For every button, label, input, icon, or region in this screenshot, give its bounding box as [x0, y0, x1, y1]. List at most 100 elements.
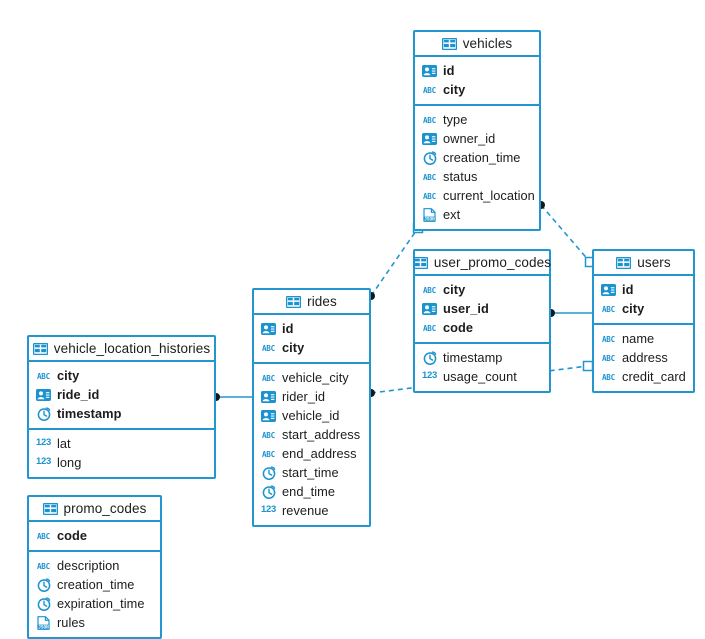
field-row[interactable]: timestamp — [29, 404, 214, 423]
table-icon — [32, 341, 48, 356]
field-row[interactable]: ABC credit_card — [594, 367, 693, 386]
field-row[interactable]: id — [594, 280, 693, 299]
field-row[interactable]: owner_id — [415, 129, 539, 148]
field-row[interactable]: start_time — [254, 463, 369, 482]
field-row[interactable]: end_time — [254, 482, 369, 501]
clock-icon — [36, 596, 51, 611]
field-label: id — [443, 63, 455, 78]
abc-text-icon: ABC — [422, 85, 437, 95]
field-row[interactable]: 123 usage_count — [415, 367, 549, 386]
table-header-promo_codes[interactable]: promo_codes — [29, 497, 160, 522]
field-label: code — [57, 528, 88, 543]
json-document-icon: JSON — [422, 207, 437, 222]
clock-icon — [36, 577, 51, 592]
123-number-icon: 123 — [36, 455, 51, 467]
field-row[interactable]: user_id — [415, 299, 549, 318]
abc-text-icon: ABC — [36, 531, 51, 541]
table-icon — [441, 36, 457, 51]
field-row[interactable]: id — [415, 61, 539, 80]
svg-text:JSON: JSON — [38, 624, 49, 630]
key-field-icon — [261, 389, 276, 404]
field-row[interactable]: JSON rules — [29, 613, 160, 632]
clock-icon — [261, 465, 276, 480]
table-header-users[interactable]: users — [594, 251, 693, 276]
table-header-user_promo_codes[interactable]: user_promo_codes — [412, 251, 551, 276]
relationship-upc-to-users[interactable] — [547, 309, 592, 317]
field-row[interactable]: vehicle_id — [254, 406, 369, 425]
field-label: revenue — [282, 503, 329, 518]
field-label: id — [622, 282, 634, 297]
key-field-icon — [261, 321, 276, 336]
123-number-icon: 123 — [422, 369, 437, 381]
field-label: rules — [57, 615, 85, 630]
field-row[interactable]: timestamp — [415, 348, 549, 367]
table-header-rides[interactable]: rides — [254, 290, 369, 315]
field-row[interactable]: expiration_time — [29, 594, 160, 613]
table-title: promo_codes — [63, 501, 147, 516]
field-label: usage_count — [443, 369, 517, 384]
field-row[interactable]: ride_id — [29, 385, 214, 404]
field-row[interactable]: creation_time — [29, 575, 160, 594]
field-row[interactable]: creation_time — [415, 148, 539, 167]
field-label: end_time — [282, 484, 336, 499]
field-label: vehicle_city — [282, 370, 349, 385]
abc-text-icon: ABC — [601, 353, 616, 363]
field-label: current_location — [443, 188, 535, 203]
field-label: creation_time — [57, 577, 135, 592]
table-icon — [412, 255, 428, 270]
primary-key-section: ABC code — [29, 522, 160, 552]
table-title: vehicles — [462, 36, 513, 51]
field-row[interactable]: rider_id — [254, 387, 369, 406]
abc-text-icon: ABC — [601, 372, 616, 382]
key-field-icon — [261, 408, 276, 423]
field-label: long — [57, 455, 82, 470]
table-icon — [616, 255, 632, 270]
field-row[interactable]: id — [254, 319, 369, 338]
field-label: city — [57, 368, 80, 383]
abc-text-icon: ABC — [36, 561, 51, 571]
field-row[interactable]: ABC code — [29, 526, 160, 545]
svg-text:JSON: JSON — [424, 216, 435, 222]
abc-text-icon: ABC — [422, 172, 437, 182]
abc-text-icon: ABC — [261, 430, 276, 440]
field-label: timestamp — [57, 406, 122, 421]
json-document-icon: JSON — [36, 615, 51, 630]
abc-text-icon: ABC — [422, 323, 437, 333]
table-header-vehicles[interactable]: vehicles — [415, 32, 539, 57]
field-label: vehicle_id — [282, 408, 340, 423]
field-label: credit_card — [622, 369, 686, 384]
relationship-vlh-to-rides[interactable] — [212, 393, 252, 401]
field-label: rider_id — [282, 389, 326, 404]
field-row[interactable]: 123 long — [29, 453, 214, 472]
table-header-vehicle_location_histories[interactable]: vehicle_location_histories — [29, 337, 214, 362]
field-label: id — [282, 321, 294, 336]
